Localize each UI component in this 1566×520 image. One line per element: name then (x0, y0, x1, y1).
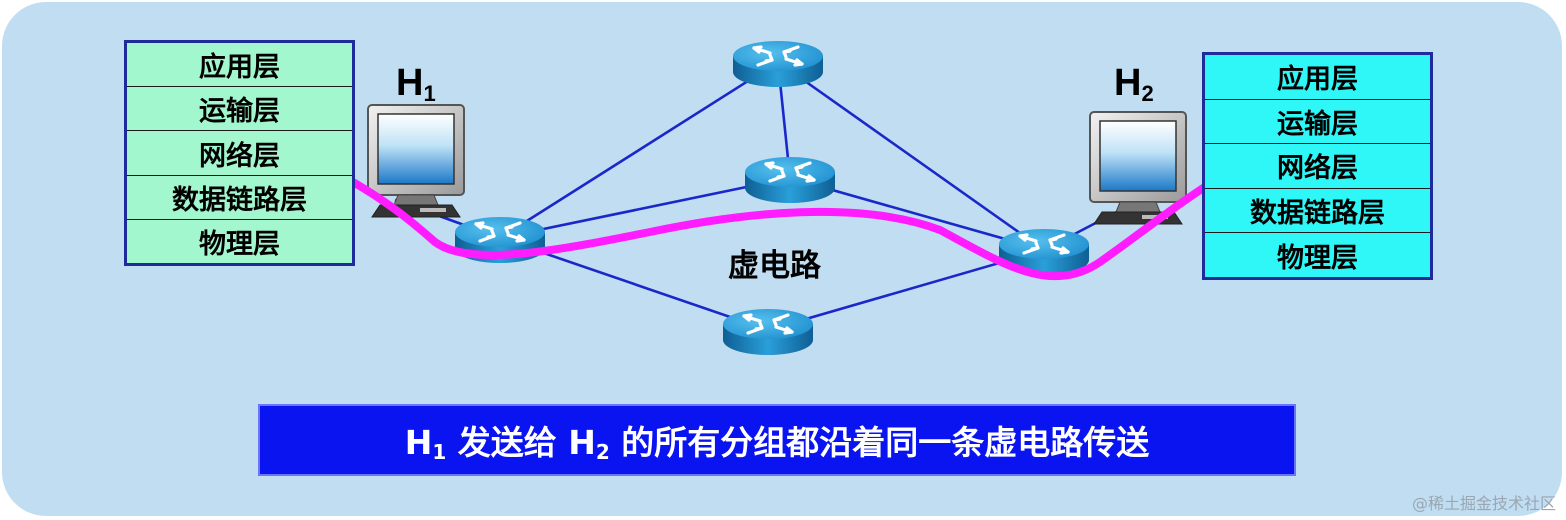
layer-transport: 运输层 (127, 86, 352, 130)
link-r-left-r-top (500, 62, 778, 238)
router-icon (723, 309, 813, 355)
layer-transport: 运输层 (1205, 99, 1430, 144)
router-icon (733, 41, 823, 87)
protocol-stack-h2: 应用层 运输层 网络层 数据链路层 物理层 (1202, 52, 1433, 280)
watermark: @稀土掘金技术社区 (1412, 490, 1556, 514)
layer-network: 网络层 (127, 130, 352, 174)
virtual-circuit-label: 虚电路 (728, 240, 821, 285)
host-h2-label: H2 (1114, 62, 1154, 107)
layer-data-link: 数据链路层 (1205, 188, 1430, 233)
protocol-stack-h1: 应用层 运输层 网络层 数据链路层 物理层 (124, 40, 355, 266)
caption-banner: H1 发送给 H2 的所有分组都沿着同一条虚电路传送 (258, 404, 1296, 476)
caption-text: H1 发送给 H2 的所有分组都沿着同一条虚电路传送 (405, 416, 1150, 464)
layer-application: 应用层 (127, 43, 352, 86)
host-h1-label: H1 (396, 62, 436, 107)
layer-physical: 物理层 (127, 219, 352, 263)
layer-network: 网络层 (1205, 143, 1430, 188)
layer-physical: 物理层 (1205, 232, 1430, 277)
layer-data-link: 数据链路层 (127, 175, 352, 219)
router-icon (745, 157, 835, 203)
layer-application: 应用层 (1205, 55, 1430, 99)
